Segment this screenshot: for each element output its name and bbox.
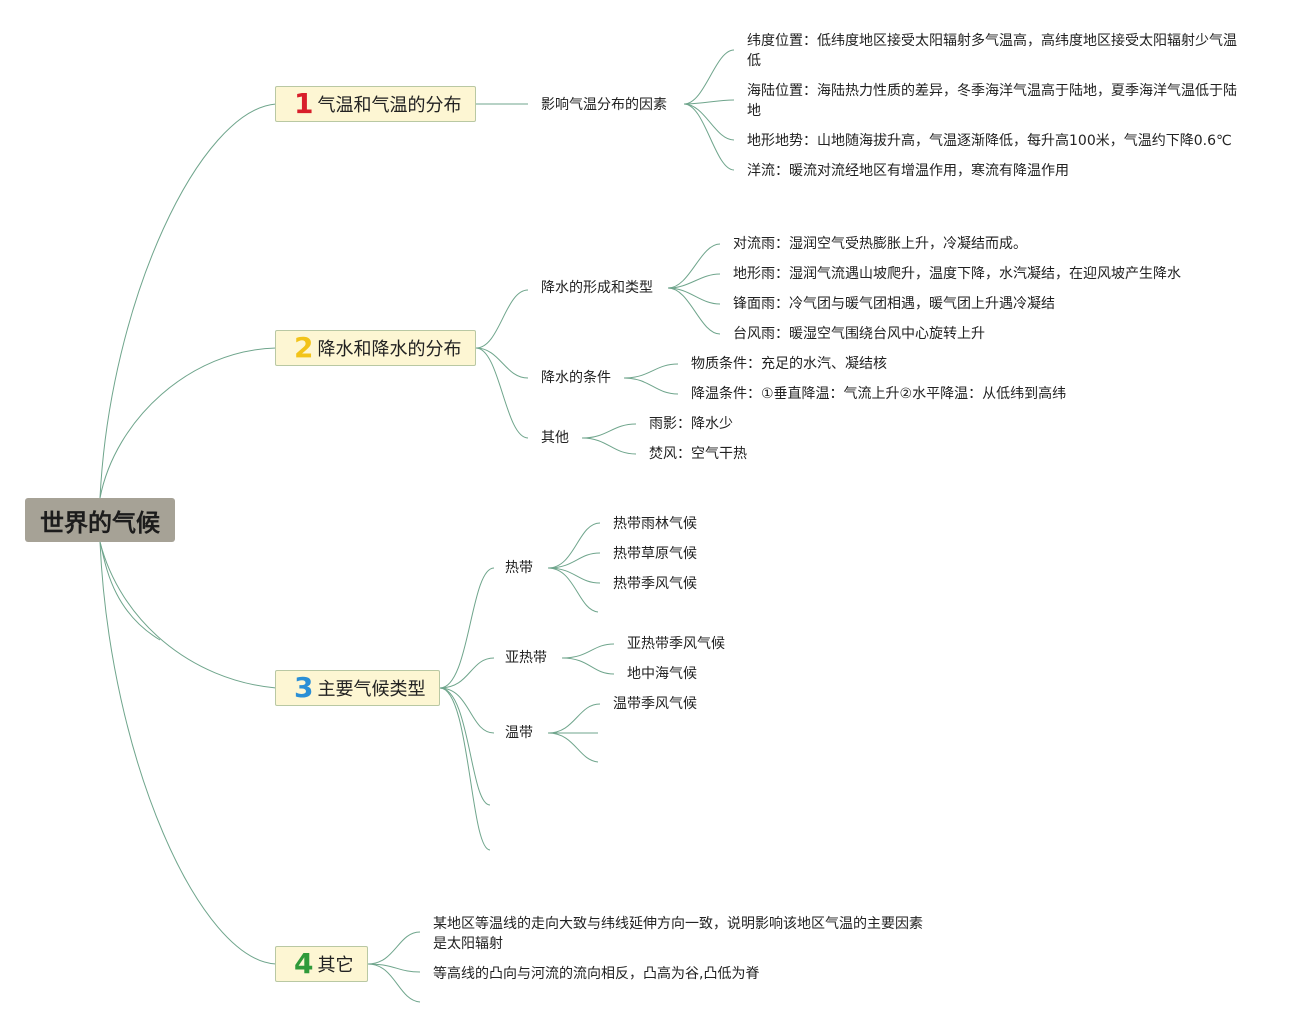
number-badge-3: 3 [294,671,314,704]
leaf-foehn[interactable]: 焚风：空气干热 [649,446,747,462]
leaf-land-sea[interactable]: 海陆位置：海陆热力性质的差异，冬季海洋气温高于陆地，夏季海洋气温低于陆地 [747,83,1237,119]
leaf-tropical-rainforest[interactable]: 热带雨林气候 [613,516,697,532]
leaf-mediterranean[interactable]: 地中海气候 [627,666,697,682]
topic-temperature[interactable]: 1 气温和气温的分布 [275,86,476,122]
leaf-subtropical-monsoon[interactable]: 亚热带季风气候 [627,636,725,652]
subtopic-temperature-factors[interactable]: 影响气温分布的因素 [541,97,667,113]
subtopic-tropical[interactable]: 热带 [505,560,533,576]
number-badge-1: 1 [294,87,314,120]
leaf-ocean-current[interactable]: 洋流：暖流对流经地区有增温作用，寒流有降温作用 [747,163,1069,179]
topic-label: 降水和降水的分布 [317,339,462,360]
leaf-frontal-rain[interactable]: 锋面雨：冷气团与暖气团相遇，暖气团上升遇冷凝结 [733,296,1055,312]
leaf-contour-note[interactable]: 等高线的凸向与河流的流向相反，凸高为谷,凸低为脊 [433,966,760,982]
leaf-material-condition[interactable]: 物质条件：充足的水汽、凝结核 [691,356,887,372]
leaf-orographic-rain[interactable]: 地形雨：湿润气流遇山坡爬升，温度下降，水汽凝结，在迎风坡产生降水 [733,266,1181,282]
subtopic-precip-types[interactable]: 降水的形成和类型 [541,280,653,296]
leaf-terrain[interactable]: 地形地势：山地随海拔升高，气温逐渐降低，每升高100米，气温约下降0.6℃ [747,133,1232,149]
leaf-isotherm-note[interactable]: 某地区等温线的走向大致与纬线延伸方向一致，说明影响该地区气温的主要因素是太阳辐射 [433,916,923,952]
topic-label: 气温和气温的分布 [317,95,462,116]
leaf-tropical-savanna[interactable]: 热带草原气候 [613,546,697,562]
leaf-temperate-monsoon[interactable]: 温带季风气候 [613,696,697,712]
leaf-typhoon-rain[interactable]: 台风雨：暖湿空气围绕台风中心旋转上升 [733,326,985,342]
number-badge-4: 4 [294,947,314,980]
subtopic-other[interactable]: 其他 [541,430,569,446]
subtopic-subtropical[interactable]: 亚热带 [505,650,547,666]
leaf-tropical-monsoon[interactable]: 热带季风气候 [613,576,697,592]
subtopic-precip-conditions[interactable]: 降水的条件 [541,370,611,386]
topic-label: 其它 [317,955,354,976]
leaf-latitude[interactable]: 纬度位置：低纬度地区接受太阳辐射多气温高，高纬度地区接受太阳辐射少气温低 [747,33,1237,69]
topic-others[interactable]: 4 其它 [275,946,368,982]
leaf-rain-shadow[interactable]: 雨影：降水少 [649,416,733,432]
number-badge-2: 2 [294,331,314,364]
subtopic-temperate[interactable]: 温带 [505,725,533,741]
topic-precipitation[interactable]: 2 降水和降水的分布 [275,330,476,366]
topic-label: 主要气候类型 [317,679,426,700]
leaf-cooling-condition[interactable]: 降温条件：①垂直降温：气流上升②水平降温：从低纬到高纬 [691,386,1067,402]
leaf-convective-rain[interactable]: 对流雨：湿润空气受热膨胀上升，冷凝结而成。 [733,236,1027,252]
topic-climate-types[interactable]: 3 主要气候类型 [275,670,440,706]
root-topic[interactable]: 世界的气候 [25,498,175,542]
